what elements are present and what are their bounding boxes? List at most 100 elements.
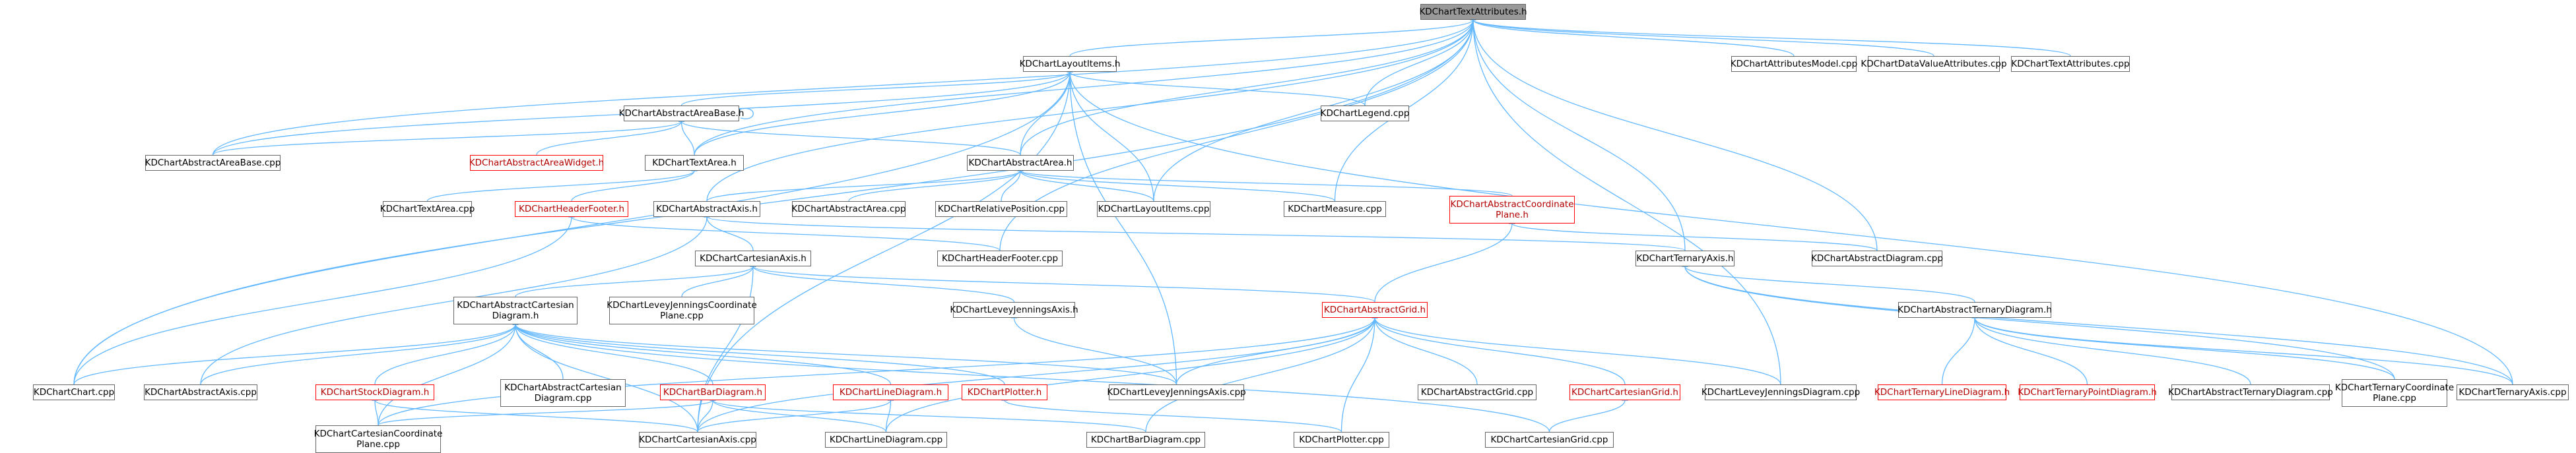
edge-headerfooter_h-chart_cpp: [73, 217, 572, 385]
edge-layoutitems_h-ternaryaxis_cpp: [1070, 72, 2513, 385]
edge-abstractcartesiandiagram_h-chart_cpp: [73, 324, 515, 385]
node-cartesiangrid-h[interactable]: KDChartCartesianGrid.h: [1569, 384, 1680, 400]
edge-abstractgrid_h-plotter_cpp: [1340, 318, 1375, 433]
node-abstractcartesiandiagram-cpp[interactable]: KDChartAbstractCartesian Diagram.cpp: [500, 379, 626, 407]
edge-bardiagram_h-bardiagram_cpp: [713, 400, 1146, 433]
edge-abstractcartesiandiagram_h-plotter_h: [515, 324, 1005, 385]
edge-root-layoutitems_h: [1069, 20, 1473, 57]
node-headerfooter-cpp[interactable]: KDChartHeaderFooter.cpp: [937, 251, 1063, 266]
edge-abstractcartesiandiagram_h-cartesianaxis_cpp: [515, 324, 698, 433]
node-cartesianaxis-cpp[interactable]: KDChartCartesianAxis.cpp: [639, 432, 756, 448]
node-ternaryaxis-h[interactable]: KDChartTernaryAxis.h: [1635, 251, 1734, 266]
node-ternaryaxis-cpp[interactable]: KDChartTernaryAxis.cpp: [2457, 384, 2569, 400]
edge-root-chart_cpp: [73, 20, 1473, 385]
node-cartesianaxis-h[interactable]: KDChartCartesianAxis.h: [695, 251, 811, 266]
edge-layoutitems_h-cartesianaxis_cpp: [697, 72, 1070, 433]
edge-abstractternarydiagram_h-ternaryaxis_cpp: [1975, 318, 2513, 385]
edge-abstractareabase_h-abstractareawidget_h: [536, 121, 682, 156]
edge-root-abstractarea_h: [1020, 20, 1473, 156]
edge-layoutitems_h-layoutitems_cpp: [1070, 72, 1154, 202]
edge-linediagram_h-cartesianaxis_cpp: [697, 400, 891, 433]
node-bardiagram-cpp[interactable]: KDChartBarDiagram.cpp: [1086, 432, 1205, 448]
edge-abstractcartesiandiagram_h-abstractcartesiandiagram_cpp: [515, 324, 564, 380]
node-leveyjenningsdiagram-cpp[interactable]: KDChartLeveyJenningsDiagram.cpp: [1701, 384, 1860, 400]
node-abstractdiagram-cpp[interactable]: KDChartAbstractDiagram.cpp: [1811, 251, 1943, 266]
node-abstractcartesiandiagram-h[interactable]: KDChartAbstractCartesian Diagram.h: [453, 297, 578, 324]
node-abstractarea-cpp[interactable]: KDChartAbstractArea.cpp: [792, 201, 906, 217]
node-leveyjenningscoordinateplane-cpp[interactable]: KDChartLeveyJenningsCoordinate Plane.cpp: [607, 297, 757, 324]
node-abstractareabase-cpp[interactable]: KDChartAbstractAreaBase.cpp: [145, 155, 281, 171]
edge-abstractgrid_h-cartesiangrid_h: [1375, 318, 1626, 385]
edge-root-attributesmodel_cpp: [1473, 20, 1795, 57]
edge-abstractarea_h-abstractarea_cpp: [848, 171, 1020, 202]
node-abstractgrid-cpp[interactable]: KDChartAbstractGrid.cpp: [1418, 384, 1536, 400]
node-abstractaxis-cpp[interactable]: KDChartAbstractAxis.cpp: [144, 384, 257, 400]
edge-abstractgrid_h-cartesianaxis_cpp: [697, 318, 1375, 433]
node-linediagram-cpp[interactable]: KDChartLineDiagram.cpp: [825, 432, 947, 448]
edge-ternaryaxis_h-ternarycoordplane_cpp: [1685, 266, 2395, 380]
edge-abstractgrid_h-bardiagram_cpp: [1145, 318, 1375, 433]
node-abstractternarydiagram-cpp[interactable]: KDChartAbstractTernaryDiagram.cpp: [2168, 384, 2333, 400]
node-layoutitems-h[interactable]: KDChartLayoutItems.h: [1020, 56, 1120, 72]
edge-abstractarea_h-abstractaxis_h: [706, 171, 1020, 202]
edge-layoutitems_h-chart_cpp: [73, 72, 1070, 385]
node-attributesmodel-cpp[interactable]: KDChartAttributesModel.cpp: [1731, 56, 1857, 72]
node-cartesiangrid-cpp[interactable]: KDChartCartesianGrid.cpp: [1485, 432, 1614, 448]
node-textarea-h[interactable]: KDChartTextArea.h: [645, 155, 744, 171]
node-headerfooter-h[interactable]: KDChartHeaderFooter.h: [515, 201, 628, 217]
edge-abstractcartesiandiagram_h-stockdiagram_h: [374, 324, 515, 385]
edge-abstractaxis_h-ternaryaxis_h: [707, 217, 1686, 251]
node-textarea-cpp[interactable]: KDChartTextArea.cpp: [380, 201, 475, 217]
edge-abstractarea_h-abstractcoordplane_h: [1020, 171, 1513, 196]
edge-abstractternarydiagram_h-abstractternarydiagram_cpp: [1975, 318, 2251, 385]
edge-root-textattributes_cpp: [1473, 20, 2071, 57]
node-ternarycoordinateplane-cpp[interactable]: KDChartTernaryCoordinate Plane.cpp: [2335, 379, 2454, 407]
edge-layoutitems_h-leveyjenningsaxis_cpp: [1070, 72, 1177, 385]
node-abstractareabase-h[interactable]: KDChartAbstractAreaBase.h: [619, 106, 744, 121]
node-legend-cpp[interactable]: KDChartLegend.cpp: [1321, 106, 1409, 121]
node-leveyjenningsaxis-h[interactable]: KDChartLeveyJenningsAxis.h: [950, 302, 1078, 318]
node-plotter-cpp[interactable]: KDChartPlotter.cpp: [1294, 432, 1389, 448]
node-ternarypointdiagram-h[interactable]: KDChartTernaryPointDiagram.h: [2018, 384, 2157, 400]
node-cartesiancoordinateplane-cpp[interactable]: KDChartCartesianCoordinate Plane.cpp: [314, 425, 442, 453]
node-abstractgrid-h[interactable]: KDChartAbstractGrid.h: [1322, 302, 1428, 318]
edge-abstractternarydiagram_h-ternarylinediagram_h: [1941, 318, 1975, 385]
node-abstractcoordinateplane-h[interactable]: KDChartAbstractCoordinate Plane.h: [1449, 196, 1575, 224]
node-layoutitems-cpp[interactable]: KDChartLayoutItems.cpp: [1097, 201, 1210, 217]
node-abstractarea-h[interactable]: KDChartAbstractArea.h: [967, 155, 1074, 171]
node-linediagram-h[interactable]: KDChartLineDiagram.h: [833, 384, 948, 400]
node-measure-cpp[interactable]: KDChartMeasure.cpp: [1284, 201, 1386, 217]
edge-cartesianaxis_h-abstractcartesiandiagram_h: [515, 266, 753, 297]
node-ternarylinediagram-h[interactable]: KDChartTernaryLineDiagram.h: [1874, 384, 2010, 400]
node-textattributes-cpp[interactable]: KDChartTextAttributes.cpp: [2011, 56, 2130, 72]
node-stockdiagram-h[interactable]: KDChartStockDiagram.h: [315, 384, 434, 400]
edge-plotter_h-plotter_cpp: [1005, 400, 1342, 433]
edge-abstractarea_h-measure_cpp: [1020, 171, 1336, 202]
edge-layoutitems_h-abstractareabase_h: [680, 72, 1071, 106]
node-datavalueattributes-cpp[interactable]: KDChartDataValueAttributes.cpp: [1861, 56, 2007, 72]
edge-abstractternarydiagram_h-ternarycoordplane_cpp: [1975, 318, 2395, 380]
node-plotter-h[interactable]: KDChartPlotter.h: [962, 384, 1047, 400]
edge-layoutitems_h-abstractarea_h: [1020, 72, 1070, 156]
edge-linediagram_h-linediagram_cpp: [885, 400, 891, 433]
edge-stockdiagram_h-cartesianaxis_cpp: [375, 400, 698, 433]
edge-bardiagram_h-cartesianaxis_cpp: [697, 400, 713, 433]
edge-root-leveyjenningsdiagram_cpp: [1473, 20, 1781, 385]
edge-textarea_h-headerfooter_h: [571, 171, 694, 202]
edge-bardiagram_h-linediagram_cpp: [713, 400, 887, 433]
node-chart-cpp[interactable]: KDChartChart.cpp: [33, 384, 115, 400]
edge-abstractcartesiandiagram_h-leveyjenningsaxis_cpp: [515, 324, 1177, 385]
node-textattributes-h[interactable]: KDChartTextAttributes.h: [1419, 4, 1527, 20]
edge-root-legend_cpp: [1364, 20, 1473, 106]
edge-cartesianaxis_h-cartesianaxis_cpp: [697, 266, 753, 433]
node-relativeposition-cpp[interactable]: KDChartRelativePosition.cpp: [935, 201, 1067, 217]
node-abstractaxis-h[interactable]: KDChartAbstractAxis.h: [653, 201, 760, 217]
edge-abstractareabase_h-abstractareabase_cpp: [212, 121, 682, 156]
edge-abstractcartesiandiagram_h-linediagram_h: [515, 324, 892, 385]
node-abstractternarydiagram-h[interactable]: KDChartAbstractTernaryDiagram.h: [1898, 302, 2052, 318]
edge-leveyjenningsaxis_h-leveyjenningsaxis_cpp: [1014, 318, 1177, 385]
node-leveyjenningsaxis-cpp[interactable]: KDChartLeveyJenningsAxis.cpp: [1107, 384, 1246, 400]
node-bardiagram-h[interactable]: KDChartBarDiagram.h: [660, 384, 766, 400]
node-abstractareawidget-h[interactable]: KDChartAbstractAreaWidget.h: [469, 155, 604, 171]
